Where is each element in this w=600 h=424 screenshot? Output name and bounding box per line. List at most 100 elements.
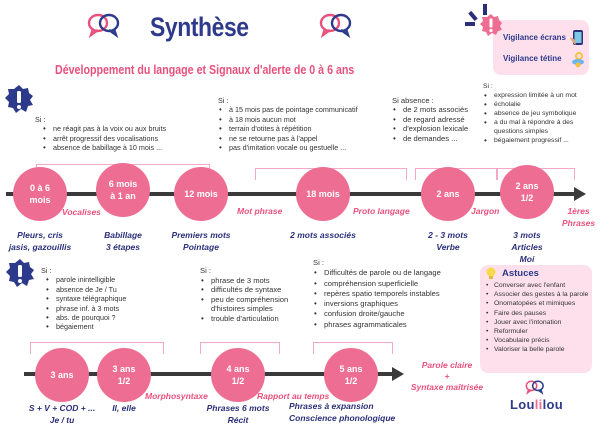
alert-heading: Si :: [483, 83, 493, 90]
alert-item: bégaiement: [45, 322, 161, 332]
timeline-line: [6, 192, 576, 196]
alert-item: ne se retourne pas à l'appel: [218, 134, 388, 144]
tip-item: Faire des pauses: [486, 309, 588, 318]
alert-item: absence de jeu symbolique: [483, 109, 600, 118]
alert-block-4y: Si : phrase de 3 mots difficultés de syn…: [200, 266, 305, 324]
tip-item: Vocabulaire précis: [486, 336, 588, 345]
desc-2-5y: 3 mots Articles Moi: [511, 230, 543, 264]
page-title: Synthèse: [150, 12, 249, 42]
alert-item: trouble d'articulation: [200, 314, 305, 324]
alert-item: terrain d'otites à répétition: [218, 124, 388, 134]
milestone-4-5y: 4 ans 1/2: [211, 348, 265, 402]
pacifier-icon: [572, 52, 584, 68]
milestone-0-6m: 0 à 6 mois: [13, 167, 67, 221]
alert-item: phrase inf. à 3 mots: [45, 304, 161, 314]
desc-5-5y: Phrases à expansion Conscience phonologi…: [289, 401, 396, 423]
final-stage: Parole claire + Syntaxe maîtrisée: [410, 360, 484, 392]
tip-item: Jouer avec l'intonation: [486, 318, 588, 327]
bracket: [313, 342, 393, 354]
alert-item: inversions graphiques: [313, 299, 473, 310]
alert-item: absence de babillage à 10 mois ...: [42, 143, 215, 153]
alert-item: compréhension superficielle: [313, 279, 473, 290]
alert-heading: Si :: [35, 115, 46, 124]
milestone-2y: 2 ans: [421, 167, 475, 221]
alert-item: expression limitée à un mot: [483, 91, 600, 100]
alert-item: abs. de pourquoi ?: [45, 313, 161, 323]
alert-item: parole inintelligible: [45, 275, 161, 285]
alert-item: arrêt progressif des vocalisations: [42, 134, 215, 144]
arrow-right-icon: [392, 367, 404, 381]
stage-first-sentences: 1ères Phrases: [562, 206, 596, 228]
desc-6m-1y: Babillage 3 étapes: [104, 230, 142, 252]
alert-heading: Si :: [41, 266, 52, 275]
alert-block-2y: Si absence : de 2 mots associés de regar…: [392, 96, 484, 143]
alert-item: de regard adressé: [392, 115, 484, 125]
page-subtitle: Développement du langage et Signaux d'al…: [55, 62, 355, 77]
milestone-12m: 12 mois: [174, 167, 228, 221]
stage-rapport-au-temps: Rapport au temps: [257, 391, 330, 401]
brand-logo: Loulilou: [510, 397, 563, 412]
tips-title: Astuces: [502, 268, 539, 279]
milestone-3y: 3 ans: [35, 348, 89, 402]
alert-item: phrases agrammaticales: [313, 320, 473, 331]
milestone-5-5y: 5 ans 1/2: [324, 348, 378, 402]
alert-heading: Si absence :: [392, 96, 434, 105]
alert-item: écholalie: [483, 100, 600, 109]
alert-item: Difficultés de parole ou de langage: [313, 268, 473, 279]
tip-item: Onomatopées et mimiques: [486, 299, 588, 308]
desc-2y: 2 - 3 mots Verbe: [428, 230, 468, 252]
stage-jargon: Jargon: [471, 206, 500, 216]
arrow-right-icon: [574, 187, 586, 201]
alert-item: pas d'imitation vocale ou gestuelle ...: [218, 143, 388, 153]
tip-item: Converser avec l'enfant: [486, 281, 588, 290]
alert-heading: Si :: [218, 96, 229, 105]
alert-item: difficultés de syntaxe: [200, 285, 305, 295]
desc-18m: 2 mots associés: [290, 230, 356, 240]
tip-item: Reformuler: [486, 327, 588, 336]
desc-3-5y: Il, elle: [112, 403, 136, 413]
desc-12m: Premiers mots Pointage: [171, 230, 231, 252]
alert-badge-icon: [6, 259, 34, 287]
milestone-3-5y: 3 ans 1/2: [97, 348, 151, 402]
attention-rays-icon: [465, 4, 487, 26]
alert-badge-icon: [5, 85, 33, 113]
alert-item: absence de Je / Tu: [45, 285, 161, 295]
phone-icon: [570, 30, 583, 45]
desc-4-5y: Phrases 6 mots Récit: [206, 403, 270, 424]
milestone-2-5y: 2 ans 1/2: [500, 165, 554, 219]
timeline-line: [24, 372, 394, 376]
alert-item: peu de compréhension d'histoires simples: [200, 295, 305, 314]
alert-item: a du mal à répondre à des questions simp…: [483, 118, 600, 136]
desc-3y: S + V + COD + ... Je / tu: [28, 403, 96, 424]
speech-bubbles-icon: [525, 380, 544, 395]
milestone-18m: 18 mois: [296, 167, 350, 221]
desc-0-6m: Pleurs, cris jasis, gazouillis: [8, 230, 72, 252]
speech-bubbles-icon: [87, 13, 120, 38]
alert-item: syntaxe télégraphique: [45, 294, 161, 304]
alert-block-2-5y: Si : expression limitée à un mot écholal…: [483, 82, 600, 145]
alert-block-3y: Si : parole inintelligible absence de Je…: [41, 266, 161, 332]
tip-item: Valoriser la belle parole: [486, 345, 588, 354]
tip-item: Associer des gestes à la parole: [486, 290, 588, 299]
alert-badge-icon: [480, 14, 502, 36]
alert-block-0-6m: Si : ne réagit pas à la voix ou aux brui…: [35, 115, 215, 153]
vigilance-box: Vigilance écrans Vigilance tétine: [493, 20, 589, 75]
alert-item: à 18 mois aucun mot: [218, 115, 388, 125]
alert-heading: Si :: [200, 266, 211, 275]
stage-vocalises: Vocalises: [62, 207, 101, 217]
alert-block-12-18m: Si : à 15 mois pas de pointage communica…: [218, 96, 388, 153]
vigilance-pacifier: Vigilance tétine: [503, 54, 562, 63]
speech-bubbles-icon: [319, 13, 352, 38]
vigilance-screens: Vigilance écrans: [503, 33, 566, 42]
bracket: [200, 342, 280, 354]
alert-block-5y: Si : Difficultés de parole ou de langage…: [313, 258, 473, 330]
alert-item: confusion droite/gauche: [313, 309, 473, 320]
alert-item: ne réagit pas à la voix ou aux bruits: [42, 124, 215, 134]
tips-box: Astuces Converser avec l'enfant Associer…: [480, 265, 592, 373]
alert-item: à 15 mois pas de pointage communicatif: [218, 105, 388, 115]
alert-heading: Si :: [313, 258, 324, 267]
alert-item: de demandes ...: [392, 134, 484, 144]
milestone-6m-1y: 6 mois à 1 an: [96, 163, 150, 217]
bracket: [30, 342, 164, 354]
alert-item: repères spatio temporels instables: [313, 289, 473, 300]
